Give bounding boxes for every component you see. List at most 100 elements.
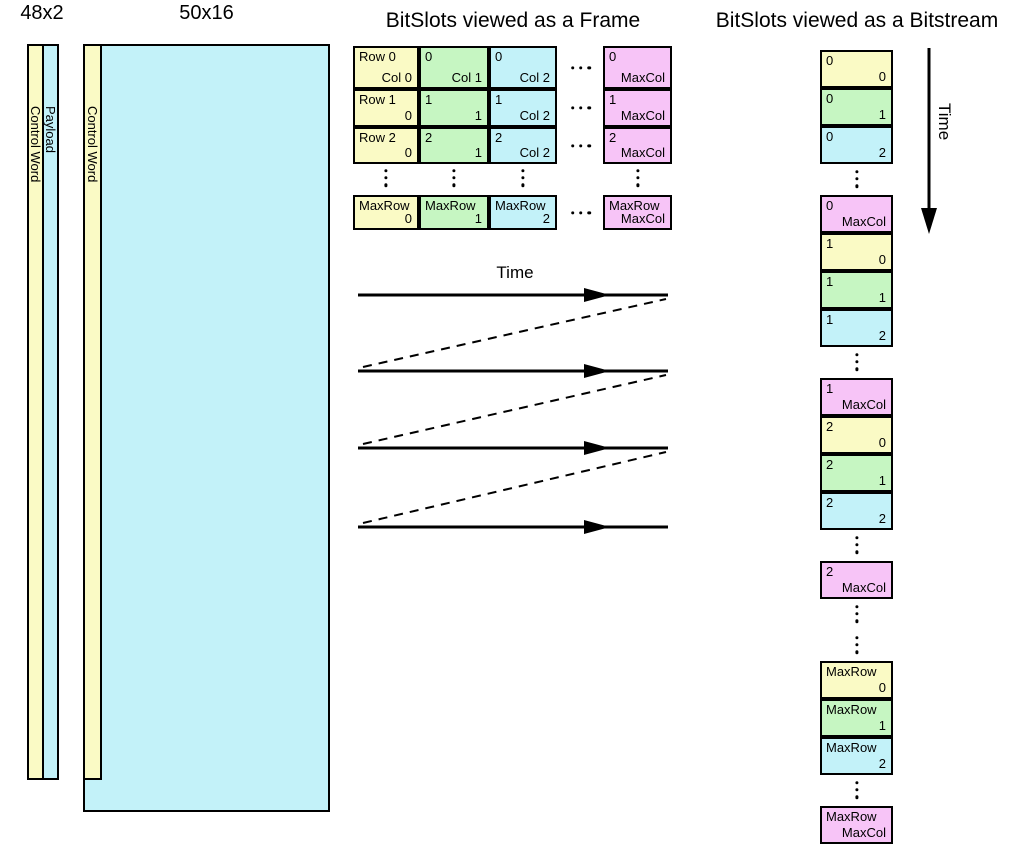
ellipsis-dot — [579, 65, 583, 70]
cell-row-label: MaxRow — [359, 198, 410, 213]
cell-row-label: MaxRow — [826, 702, 877, 717]
cell-col-label: MaxCol — [620, 69, 665, 85]
ellipsis-dot — [579, 143, 583, 148]
cell-col-label: MaxCol — [841, 213, 886, 229]
cell-row-label: MaxRow — [826, 809, 877, 824]
cell-col-label: MaxCol — [620, 210, 665, 226]
large-block-control-word-text: Control Word — [85, 106, 100, 183]
vertical-time-arrow — [921, 48, 937, 234]
cell-col-label: 2 — [878, 755, 886, 771]
ellipsis-dot — [854, 795, 859, 799]
ellipsis-dot — [587, 210, 591, 215]
ellipsis-dot — [579, 210, 583, 215]
cell-row-label: 2 — [425, 130, 433, 145]
vertical-ellipsis — [854, 605, 859, 623]
vertical-ellipsis — [521, 169, 525, 187]
ellipsis-dot — [571, 210, 575, 215]
horizontal-ellipsis — [571, 106, 591, 110]
ellipsis-dot — [384, 176, 388, 180]
ellipsis-dot — [854, 643, 859, 647]
horizontal-ellipsis — [571, 65, 591, 70]
cell-row-label: MaxRow — [495, 198, 546, 213]
cell-col-label: 1 — [474, 144, 482, 160]
ellipsis-dot — [854, 184, 859, 188]
cell-row-label: 2 — [826, 419, 834, 434]
vertical-ellipsis — [854, 353, 859, 371]
cell-row-label: 0 — [425, 49, 433, 64]
ellipsis-dot — [854, 360, 859, 364]
scan-return-dashed-line — [362, 451, 667, 524]
ellipsis-dot — [854, 170, 859, 174]
cell-col-label: 2 — [878, 144, 886, 160]
arrowhead-down-icon — [921, 208, 937, 234]
cell-col-label: 0 — [878, 68, 886, 84]
vertical-ellipsis — [452, 169, 456, 187]
ellipsis-dot — [571, 106, 575, 110]
cell-row-label: MaxRow — [826, 740, 877, 755]
cell-row-label: Row 2 — [359, 130, 396, 145]
vertical-ellipsis — [384, 169, 388, 187]
ellipsis-dot — [854, 636, 859, 640]
cell-col-label: 0 — [878, 251, 886, 267]
cell-col-label: 1 — [878, 106, 886, 122]
cell-col-label: 1 — [878, 717, 886, 733]
ellipsis-dot — [384, 169, 388, 173]
ellipsis-dot — [587, 106, 591, 110]
cell-col-label: MaxCol — [620, 144, 665, 160]
cell-row-label: 0 — [826, 91, 834, 106]
cell-row-label: 0 — [495, 49, 503, 64]
cell-col-label: 1 — [474, 107, 482, 123]
vertical-ellipsis — [635, 169, 640, 187]
stream-title: BitSlots viewed as a Bitstream — [715, 9, 999, 32]
cell-row-label: 0 — [826, 129, 834, 144]
cell-row-label: MaxRow — [425, 198, 476, 213]
cell-col-label: Col 1 — [451, 69, 482, 85]
vertical-ellipsis — [854, 781, 859, 799]
scan-return-lines — [362, 298, 667, 524]
cell-row-label: 1 — [495, 92, 503, 107]
vertical-ellipsis — [854, 170, 859, 188]
ellipsis-dot — [854, 605, 859, 609]
cell-col-label: MaxCol — [841, 579, 886, 595]
horizontal-ellipsis — [571, 210, 591, 215]
raster-scan-arrows — [358, 288, 668, 534]
ellipsis-dot — [854, 536, 859, 540]
ellipsis-dot — [635, 169, 640, 173]
arrowhead-icon — [584, 441, 610, 455]
narrow-block-payload-text: Payload — [43, 106, 58, 153]
cell-col-label: 0 — [404, 210, 412, 226]
vertical-ellipsis — [854, 536, 859, 554]
cell-col-label: 2 — [542, 210, 550, 226]
scan-return-dashed-line — [362, 374, 667, 445]
cell-col-label: 1 — [878, 289, 886, 305]
arrowhead-icon — [584, 288, 610, 302]
ellipsis-dot — [854, 788, 859, 792]
time-label-vertical: Time — [935, 103, 954, 141]
ellipsis-dot — [635, 176, 640, 180]
cell-row-label: 2 — [495, 130, 503, 145]
ellipsis-dot — [571, 143, 575, 148]
cell-col-label: 1 — [878, 472, 886, 488]
time-axis-lines — [358, 293, 668, 529]
